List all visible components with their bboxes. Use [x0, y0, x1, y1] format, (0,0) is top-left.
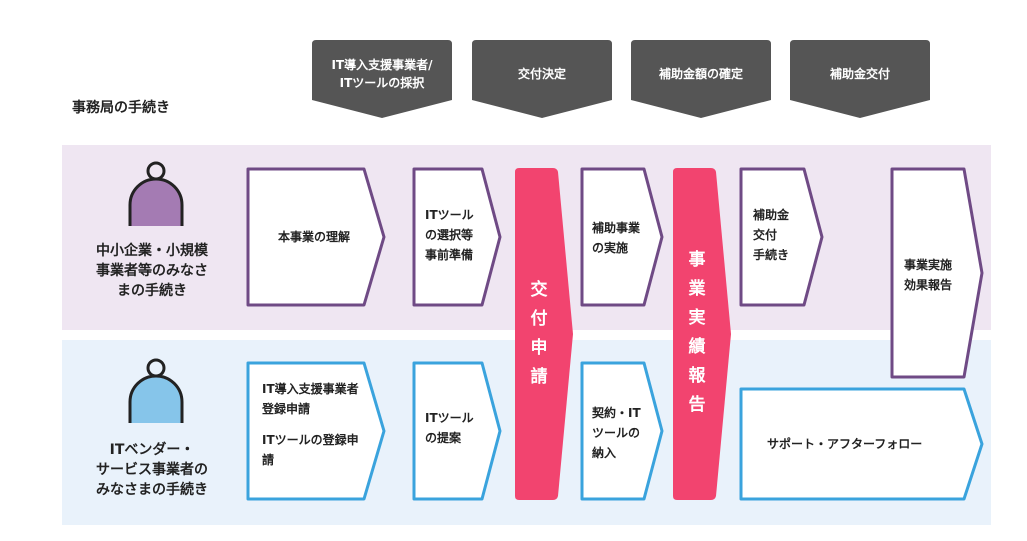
- sme-step-select-line1: ITツール: [425, 208, 474, 222]
- vendor-label: ITベンダー・ サービス事業者の みなさまの手続き: [62, 440, 242, 500]
- apply-char-3: 申: [530, 338, 548, 358]
- vendor-step-register-line1: IT導入支援事業者: [262, 382, 359, 396]
- office-step-adoption: IT導入支援事業者/ITツールの採択: [312, 40, 452, 118]
- vendor-person-icon: [127, 357, 187, 427]
- vendor-step-contract-line3: 納入: [592, 446, 617, 460]
- apply-char-2: 付: [530, 309, 548, 329]
- sme-step-implement-line1: 補助事業: [592, 221, 641, 235]
- sme-step-implement: 補助事業 の実施: [580, 167, 664, 307]
- apply-char-1: 交: [530, 280, 548, 300]
- sme-step-understand: 本事業の理解: [246, 167, 386, 307]
- shared-step-report: 事 業 実 績 報 告: [673, 168, 731, 500]
- office-title: 事務局の手続き: [72, 100, 170, 116]
- sme-label-line2: 事業者等のみなさ: [96, 263, 208, 279]
- apply-char-4: 請: [530, 367, 548, 387]
- vendor-step-register-line4: 請: [262, 453, 275, 467]
- sme-step-implement-line2: の実施: [592, 241, 629, 255]
- vendor-label-line3: みなさまの手続き: [96, 482, 208, 498]
- report-char-3: 実: [688, 308, 706, 328]
- office-step-grant-decision-label: 交付決定: [517, 67, 566, 81]
- sme-label-line3: まの手続き: [117, 283, 187, 299]
- vendor-step-support-line1: サポート・アフターフォロー: [767, 437, 923, 451]
- report-char-6: 告: [688, 395, 706, 415]
- office-step-subsidy-payment: 補助金交付: [790, 40, 930, 118]
- report-char-5: 報: [688, 366, 706, 386]
- sme-step-grant-line1: 補助金: [753, 208, 790, 222]
- sme-step-effect-report-line2: 効果報告: [904, 278, 953, 292]
- vendor-step-propose-line2: の提案: [425, 431, 462, 445]
- sme-step-grant-line3: 手続き: [753, 248, 790, 262]
- office-step-amount-confirm-label: 補助金額の確定: [658, 67, 743, 81]
- report-char-2: 業: [688, 279, 706, 299]
- sme-step-select-line3: 事前準備: [425, 248, 474, 262]
- report-char-4: 績: [688, 337, 706, 357]
- vendor-step-propose-line1: ITツール: [425, 411, 474, 425]
- sme-step-select: ITツール の選択等 事前準備: [412, 167, 502, 307]
- office-step-amount-confirm: 補助金額の確定: [631, 40, 771, 118]
- vendor-label-line1: ITベンダー・: [109, 442, 195, 458]
- sme-label-line1: 中小企業・小規模: [96, 243, 208, 259]
- vendor-step-contract-line2: ツールの: [592, 426, 641, 440]
- sme-step-effect-report-line1: 事業実施: [904, 258, 953, 272]
- sme-step-understand-line1: 本事業の理解: [278, 230, 351, 244]
- sme-step-effect-report: 事業実施 効果報告: [890, 167, 984, 379]
- vendor-step-support: サポート・アフターフォロー: [739, 387, 984, 501]
- vendor-step-contract: 契約・IT ツールの 納入: [580, 361, 664, 501]
- vendor-step-register: IT導入支援事業者 登録申請 ITツールの登録申 請: [246, 361, 386, 501]
- sme-label: 中小企業・小規模 事業者等のみなさ まの手続き: [62, 241, 242, 301]
- sme-step-grant: 補助金 交付 手続き: [739, 167, 824, 307]
- vendor-step-contract-line1: 契約・IT: [592, 406, 641, 420]
- vendor-step-register-line2: 登録申請: [262, 402, 311, 416]
- office-step-adoption-line1: IT導入支援事業者/: [331, 58, 433, 72]
- vendor-step-propose: ITツール の提案: [412, 361, 502, 501]
- office-step-subsidy-payment-label: 補助金交付: [829, 67, 890, 81]
- vendor-label-line2: サービス事業者の: [96, 462, 208, 478]
- report-char-1: 事: [688, 250, 706, 270]
- sme-step-grant-line2: 交付: [753, 228, 778, 242]
- shared-step-apply: 交 付 申 請: [515, 168, 573, 500]
- vendor-step-register-line3: ITツールの登録申: [262, 433, 359, 447]
- sme-person-icon: [127, 160, 187, 230]
- office-step-adoption-line2: ITツールの採択: [339, 76, 425, 90]
- sme-step-select-line2: の選択等: [425, 228, 474, 242]
- office-step-grant-decision: 交付決定: [472, 40, 612, 118]
